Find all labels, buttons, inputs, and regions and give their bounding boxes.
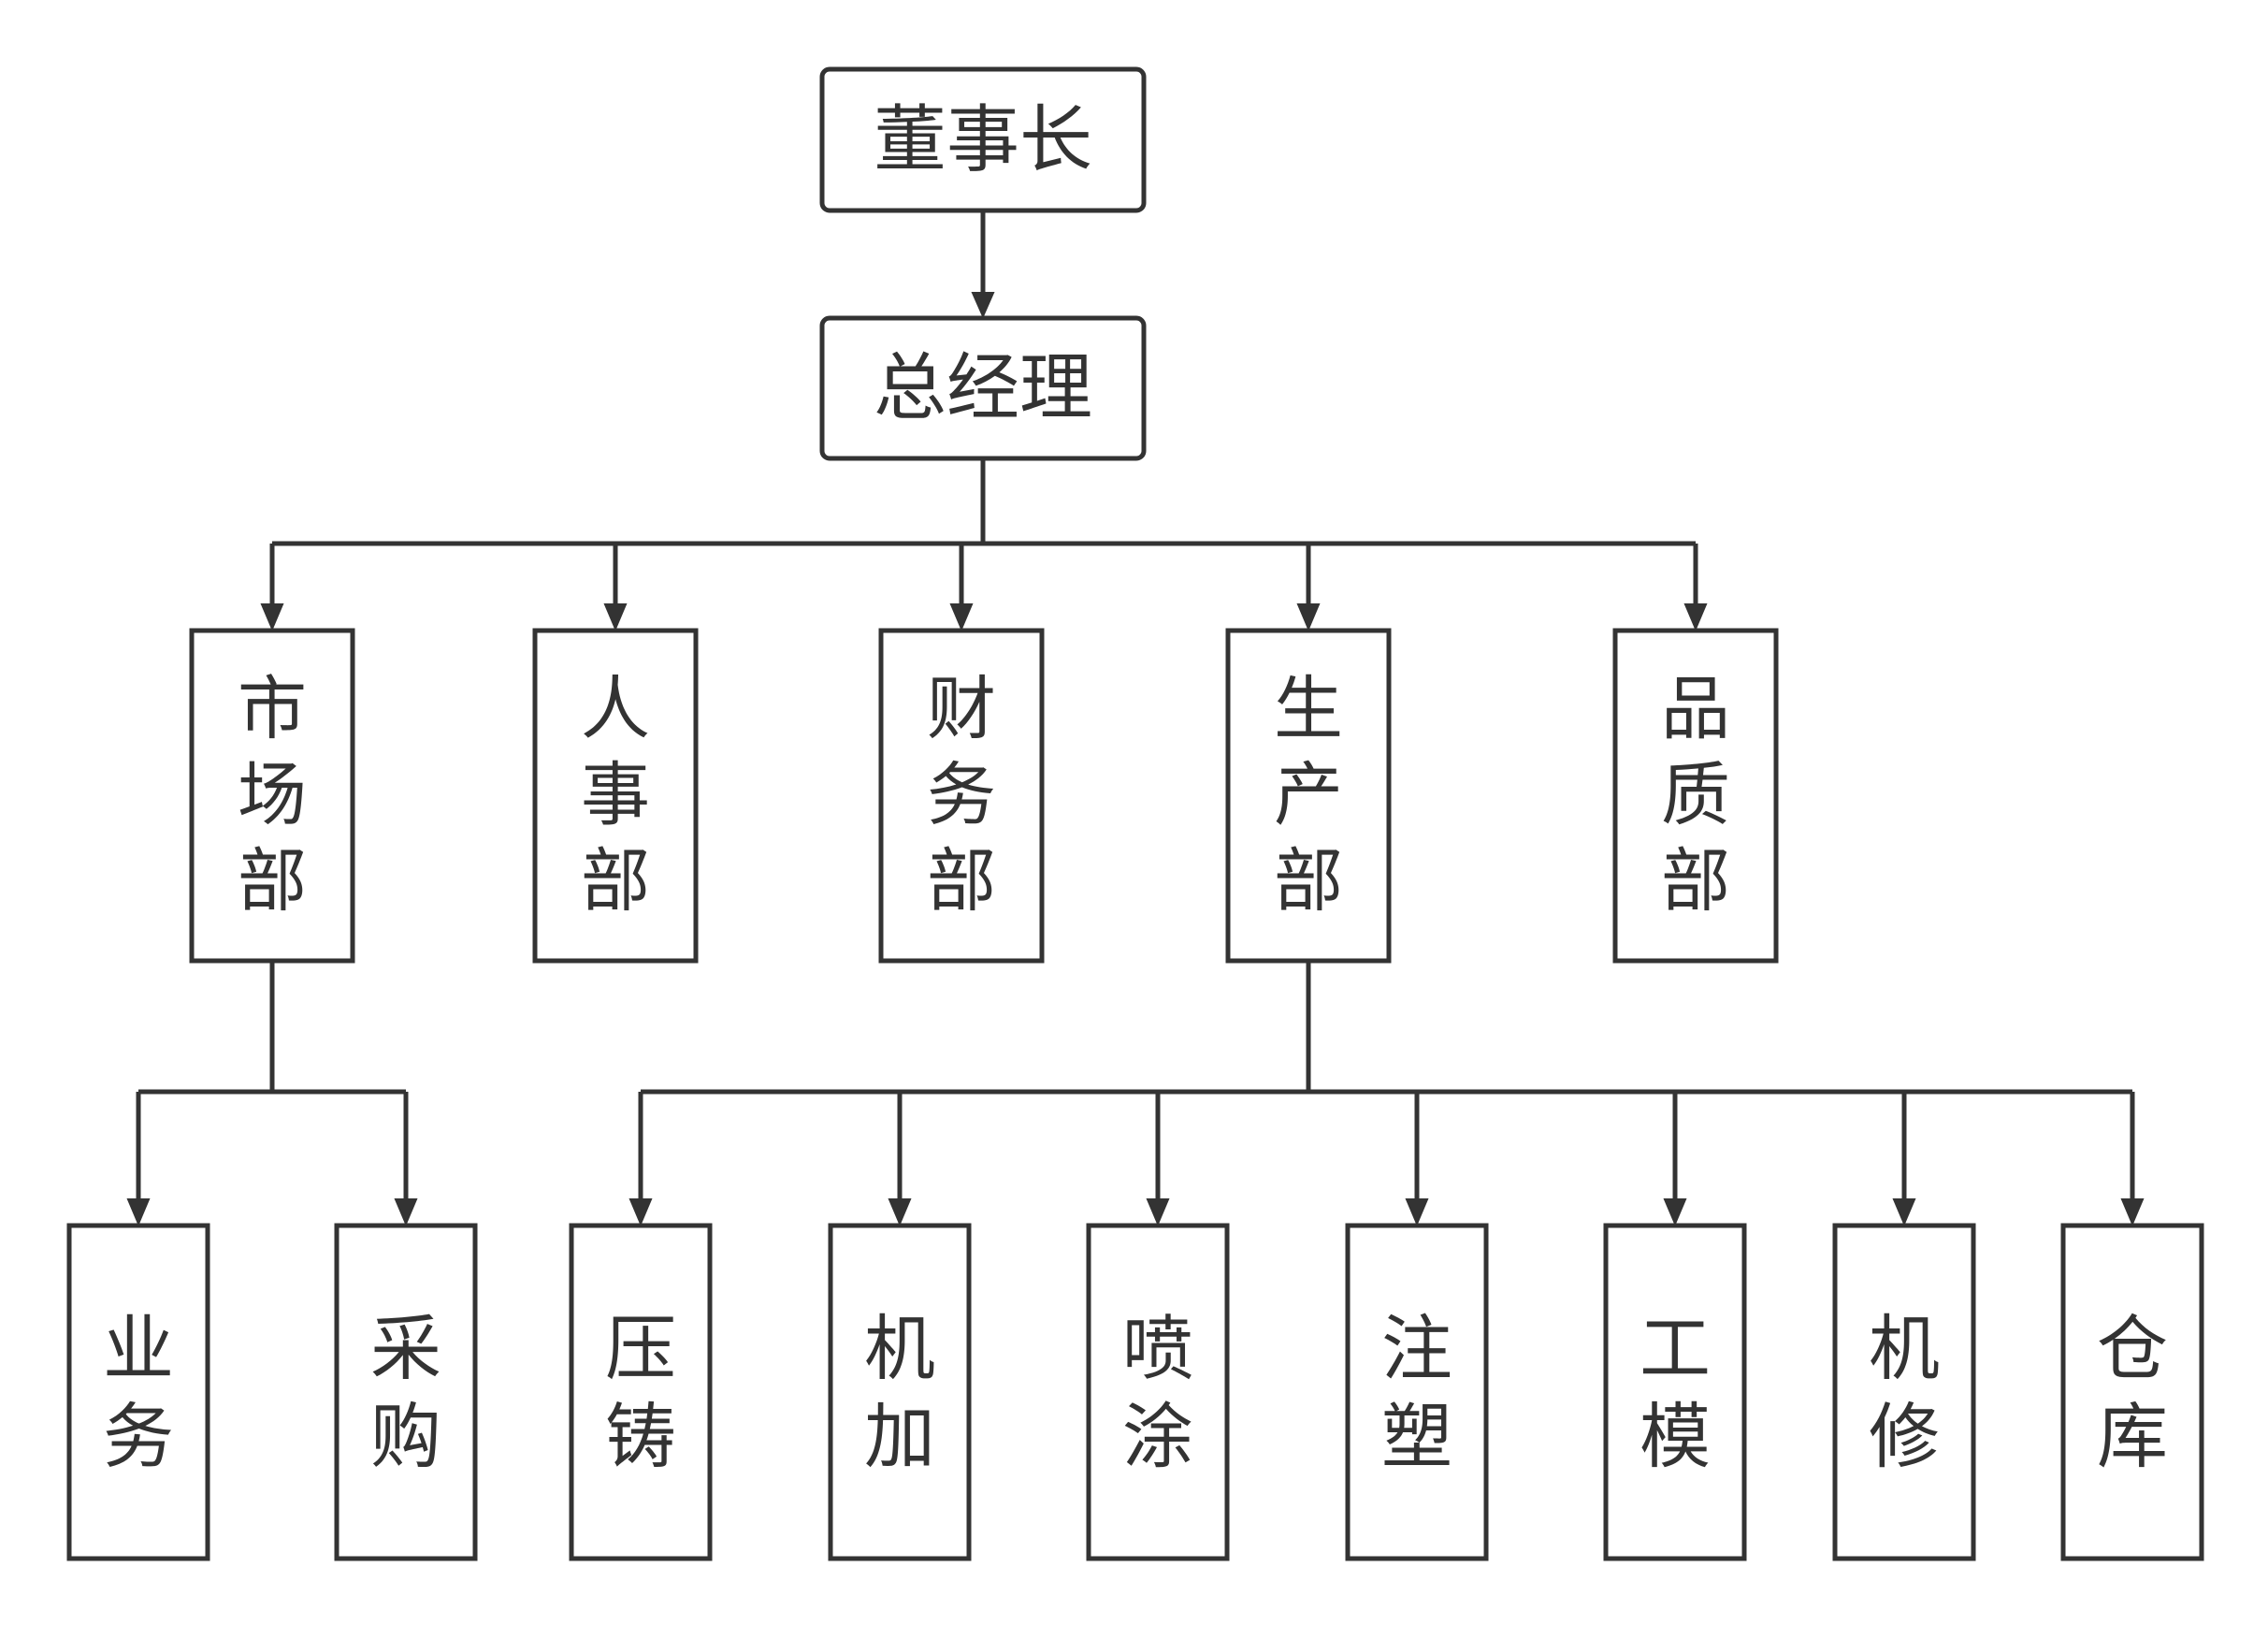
label-char: 喷 [1122, 1307, 1193, 1390]
arrow-to-market [260, 603, 284, 631]
arrow-to-hr [603, 603, 628, 631]
label-char: 机 [1869, 1307, 1940, 1390]
hr-dept-box [532, 628, 699, 964]
injection-label: 注塑 [1381, 1307, 1452, 1478]
arrow-to-gm [971, 292, 995, 319]
node-purchasing: 采购 [334, 1223, 478, 1561]
injection-box [1345, 1223, 1489, 1561]
label-char: 人 [581, 669, 650, 749]
node-spraying: 喷涂 [1086, 1223, 1230, 1561]
market-dept-box [189, 628, 355, 964]
label-char: 模 [1640, 1395, 1711, 1478]
label-char: 加 [864, 1395, 935, 1478]
arrow-to-business [126, 1198, 151, 1226]
purchasing-box [334, 1223, 478, 1561]
arrow-to-warehouse [2120, 1198, 2145, 1226]
arrow-to-injection [1405, 1198, 1429, 1226]
spraying-box [1086, 1223, 1230, 1561]
label-char: 务 [103, 1395, 174, 1478]
maintenance-box [1832, 1223, 1976, 1561]
label-char: 场 [238, 755, 307, 835]
node-machining: 机加 [828, 1223, 972, 1561]
die-casting-box [569, 1223, 713, 1561]
maintenance-label: 机修 [1869, 1307, 1940, 1478]
label-char: 务 [927, 755, 996, 835]
label-char: 部 [238, 841, 307, 921]
node-market-dept: 市场部 [189, 628, 355, 964]
node-general-manager: 总经理 [819, 315, 1147, 461]
node-maintenance: 机修 [1832, 1223, 1976, 1561]
chairman-box [819, 66, 1147, 213]
label-char: 部 [1661, 841, 1730, 921]
production-dept-label: 生产部 [1274, 669, 1343, 921]
label-char: 事 [581, 755, 650, 835]
node-tooling: 工模 [1603, 1223, 1747, 1561]
label-char: 修 [1869, 1395, 1940, 1478]
node-die-casting: 压铸 [569, 1223, 713, 1561]
tooling-box [1603, 1223, 1747, 1561]
warehouse-box [2060, 1223, 2204, 1561]
edges [126, 210, 2145, 1226]
market-dept-label: 市场部 [238, 669, 307, 921]
arrow-to-machining [888, 1198, 912, 1226]
label-char: 市 [238, 669, 307, 749]
label-char: 业 [103, 1307, 174, 1390]
machining-box [828, 1223, 972, 1561]
node-production-dept: 生产部 [1225, 628, 1392, 964]
general-manager-label: 总经理 [874, 346, 1092, 430]
label-char: 机 [864, 1307, 935, 1390]
node-injection: 注塑 [1345, 1223, 1489, 1561]
label-char: 铸 [605, 1395, 676, 1478]
finance-dept-box [878, 628, 1045, 964]
quality-dept-label: 品质部 [1661, 669, 1730, 921]
label-char: 工 [1640, 1307, 1711, 1390]
label-char: 部 [927, 841, 996, 921]
label-char: 品 [1661, 669, 1730, 749]
hr-dept-label: 人事部 [581, 669, 650, 921]
label-char: 购 [370, 1395, 441, 1478]
arrow-to-tooling [1663, 1198, 1687, 1226]
spraying-label: 喷涂 [1122, 1307, 1193, 1478]
label-char: 采 [370, 1307, 441, 1390]
business-label: 业务 [103, 1307, 174, 1478]
arrow-to-maintenance [1892, 1198, 1916, 1226]
node-chairman: 董事长 [819, 66, 1147, 213]
arrow-to-purchasing [394, 1198, 418, 1226]
label-char: 部 [581, 841, 650, 921]
node-warehouse: 仓库 [2060, 1223, 2204, 1561]
label-char: 压 [605, 1307, 676, 1390]
finance-dept-label: 财务部 [927, 669, 996, 921]
label-char: 涂 [1122, 1395, 1193, 1478]
arrow-to-spraying [1146, 1198, 1170, 1226]
general-manager-box [819, 315, 1147, 461]
label-char: 注 [1381, 1307, 1452, 1390]
node-business: 业务 [66, 1223, 210, 1561]
label-char: 塑 [1381, 1395, 1452, 1478]
quality-dept-box [1612, 628, 1779, 964]
label-char: 库 [2097, 1395, 2168, 1478]
node-quality-dept: 品质部 [1612, 628, 1779, 964]
chairman-label: 董事长 [874, 98, 1092, 182]
label-char: 质 [1661, 755, 1730, 835]
label-char: 部 [1274, 841, 1343, 921]
arrow-to-die-casting [628, 1198, 653, 1226]
node-finance-dept: 财务部 [878, 628, 1045, 964]
business-box [66, 1223, 210, 1561]
arrow-to-quality [1683, 603, 1708, 631]
label-char: 财 [927, 669, 996, 749]
machining-label: 机加 [864, 1307, 935, 1478]
die-casting-label: 压铸 [605, 1307, 676, 1478]
arrow-to-finance [949, 603, 974, 631]
purchasing-label: 采购 [370, 1307, 441, 1478]
warehouse-label: 仓库 [2097, 1307, 2168, 1478]
label-char: 仓 [2097, 1307, 2168, 1390]
label-char: 生 [1274, 669, 1343, 749]
arrow-to-production [1296, 603, 1321, 631]
production-dept-box [1225, 628, 1392, 964]
label-char: 产 [1274, 755, 1343, 835]
tooling-label: 工模 [1640, 1307, 1711, 1478]
node-hr-dept: 人事部 [532, 628, 699, 964]
